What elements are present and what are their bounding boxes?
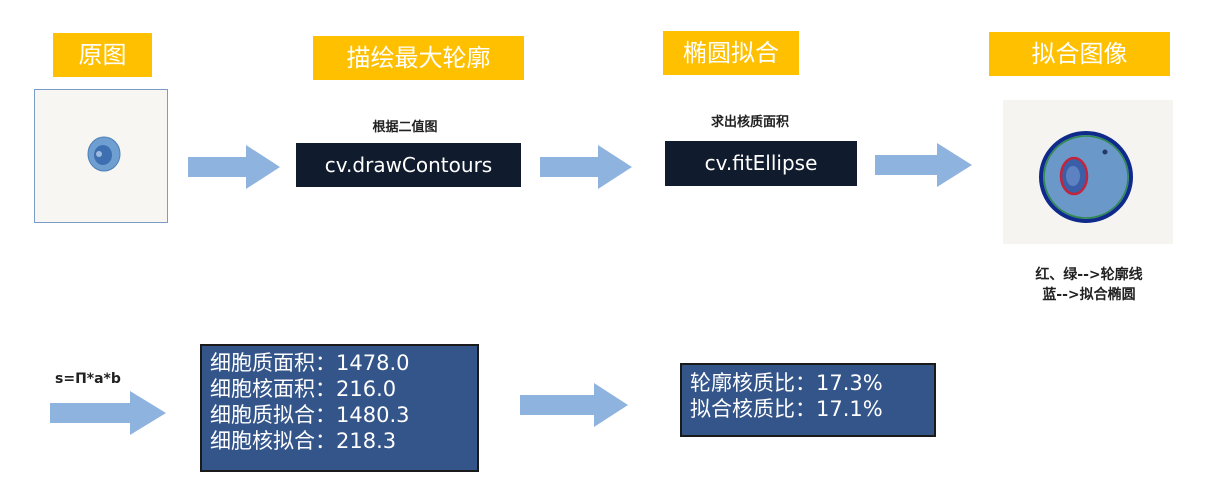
fitted-legend-line-1: 红、绿-->轮廓线 [1035, 267, 1143, 283]
arrow-right-icon [50, 391, 166, 435]
fit-nc-ratio: 拟合核质比：17.1% [690, 397, 883, 421]
step-label-fitted-image: 拟合图像 [989, 32, 1170, 76]
fitted-legend-line-2: 蓝-->拟合椭圆 [1042, 287, 1136, 303]
cell-drawing [87, 136, 121, 172]
nucleus-fit-area: 细胞核拟合：218.3 [210, 429, 397, 453]
ellipse-fit-note: 求出核质面积 [710, 115, 789, 130]
draw-contour-note: 根据二值图 [372, 120, 438, 135]
draw-contours-function: cv.drawContours [296, 143, 521, 187]
arrow-right-icon [540, 145, 632, 189]
step-label-draw-contour: 描绘最大轮廓 [313, 36, 524, 80]
fitted-cell-image [1003, 100, 1173, 244]
cytoplasm-area: 细胞质面积：1478.0 [210, 351, 410, 375]
step-label-original: 原图 [53, 33, 152, 77]
arrow-right-icon [875, 143, 972, 187]
ratio-results-box: 轮廓核质比：17.3% 拟合核质比：17.1% [680, 363, 936, 437]
cytoplasm-fit-area: 细胞质拟合：1480.3 [210, 403, 410, 427]
contour-nc-ratio: 轮廓核质比：17.3% [690, 371, 883, 395]
original-cell-image [34, 89, 168, 223]
area-formula: s=Π*a*b [55, 371, 121, 387]
area-results-box: 细胞质面积：1478.0 细胞核面积：216.0 细胞质拟合：1480.3 细胞… [200, 344, 479, 472]
fit-ellipse-function: cv.fitEllipse [665, 141, 857, 186]
fitted-cell-drawing [1039, 131, 1133, 223]
arrow-right-icon [520, 383, 628, 427]
step-label-ellipse-fit: 椭圆拟合 [663, 31, 799, 75]
arrow-right-icon [188, 145, 280, 189]
nucleus-area: 细胞核面积：216.0 [210, 377, 397, 401]
